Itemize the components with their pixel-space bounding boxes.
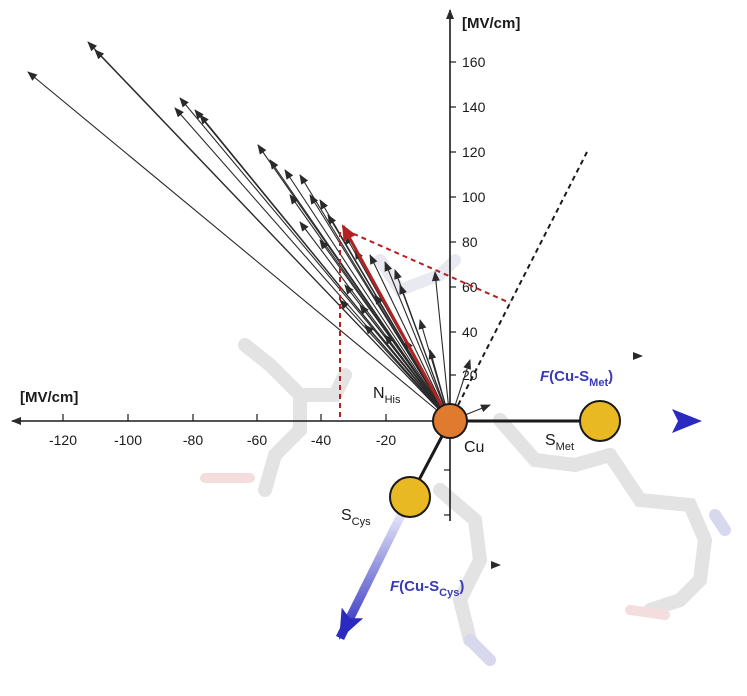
svg-text:F(Cu-SMet): F(Cu-SMet) [540,368,613,389]
y-tick-label: 140 [462,99,486,115]
y-tick-marks [444,61,456,516]
x-axis-unit: [MV/cm] [20,389,78,406]
x-tick-marks [62,414,387,421]
y-tick-label: 100 [462,189,486,205]
force-label-cys: F(Cu-SCys) [390,561,501,599]
field-vectors [27,41,491,422]
n-his-label: NHis [373,385,401,406]
s-met-atom [579,400,621,442]
force-label-met: F(Cu-SMet) [540,352,643,389]
cu-atom [432,403,468,439]
cu-label: Cu [464,439,484,456]
x-tick-label: -20 [376,432,396,448]
background-protein-structure [200,254,731,666]
x-tick-label: -80 [183,432,203,448]
x-tick-label: -100 [114,432,142,448]
svg-text:F(Cu-SCys): F(Cu-SCys) [390,578,464,599]
x-tick-label: -60 [247,432,267,448]
y-tick-label: 160 [462,54,486,70]
y-tick-label: 60 [462,279,478,295]
mean-bisector-projection [344,229,511,304]
mean-field-vector [341,224,452,422]
s-cys-label: SCys [341,507,371,528]
y-tick-label: 80 [462,234,478,250]
x-tick-label: -40 [311,432,331,448]
s-cys-atom [389,476,431,518]
x-tick-label: -120 [49,432,77,448]
s-met-label: SMet [545,432,574,453]
dashed-guides [339,151,588,422]
y-axis-unit: [MV/cm] [462,15,520,32]
y-tick-label: 40 [462,324,478,340]
force-arrow-cys [335,494,415,641]
y-tick-label: 120 [462,144,486,160]
